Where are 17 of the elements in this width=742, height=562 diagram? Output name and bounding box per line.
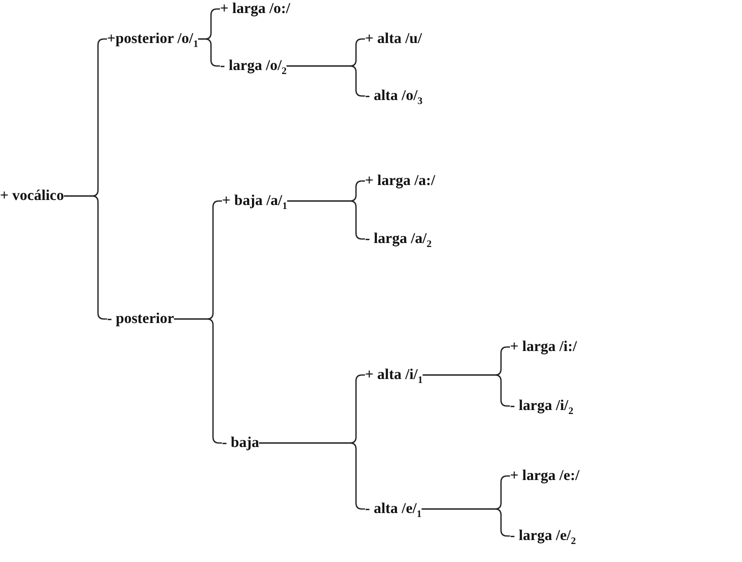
feature-label: +posterior /o/$_{1}$ bbox=[107, 30, 198, 48]
feature-label: + alta /i/$_{1}$ bbox=[365, 366, 423, 384]
feature-label: - alta /o/$_{3}$ bbox=[365, 87, 422, 105]
feature-label: + alta /u/ bbox=[365, 30, 422, 48]
feature-label: + larga /e:/ bbox=[510, 467, 580, 485]
feature-label: - alta /e/$_{1}$ bbox=[365, 500, 422, 518]
feature-label: - larga /e/$_{2}$ bbox=[510, 527, 576, 545]
feature-label: - larga /o/$_{2}$ bbox=[220, 57, 287, 75]
feature-label: - posterior bbox=[107, 310, 174, 328]
feature-label: - baja bbox=[222, 434, 260, 452]
feature-label: - larga /i/$_{2}$ bbox=[510, 397, 574, 415]
feature-label: + baja /a/$_{1}$ bbox=[222, 192, 288, 210]
feature-label: - larga /a/$_{2}$ bbox=[365, 230, 432, 248]
feature-label: + larga /i:/ bbox=[510, 338, 577, 356]
feature-label: + larga /a:/ bbox=[365, 172, 436, 190]
feature-label: + larga /o:/ bbox=[220, 0, 290, 18]
feature-label: + vocálico bbox=[0, 187, 64, 205]
